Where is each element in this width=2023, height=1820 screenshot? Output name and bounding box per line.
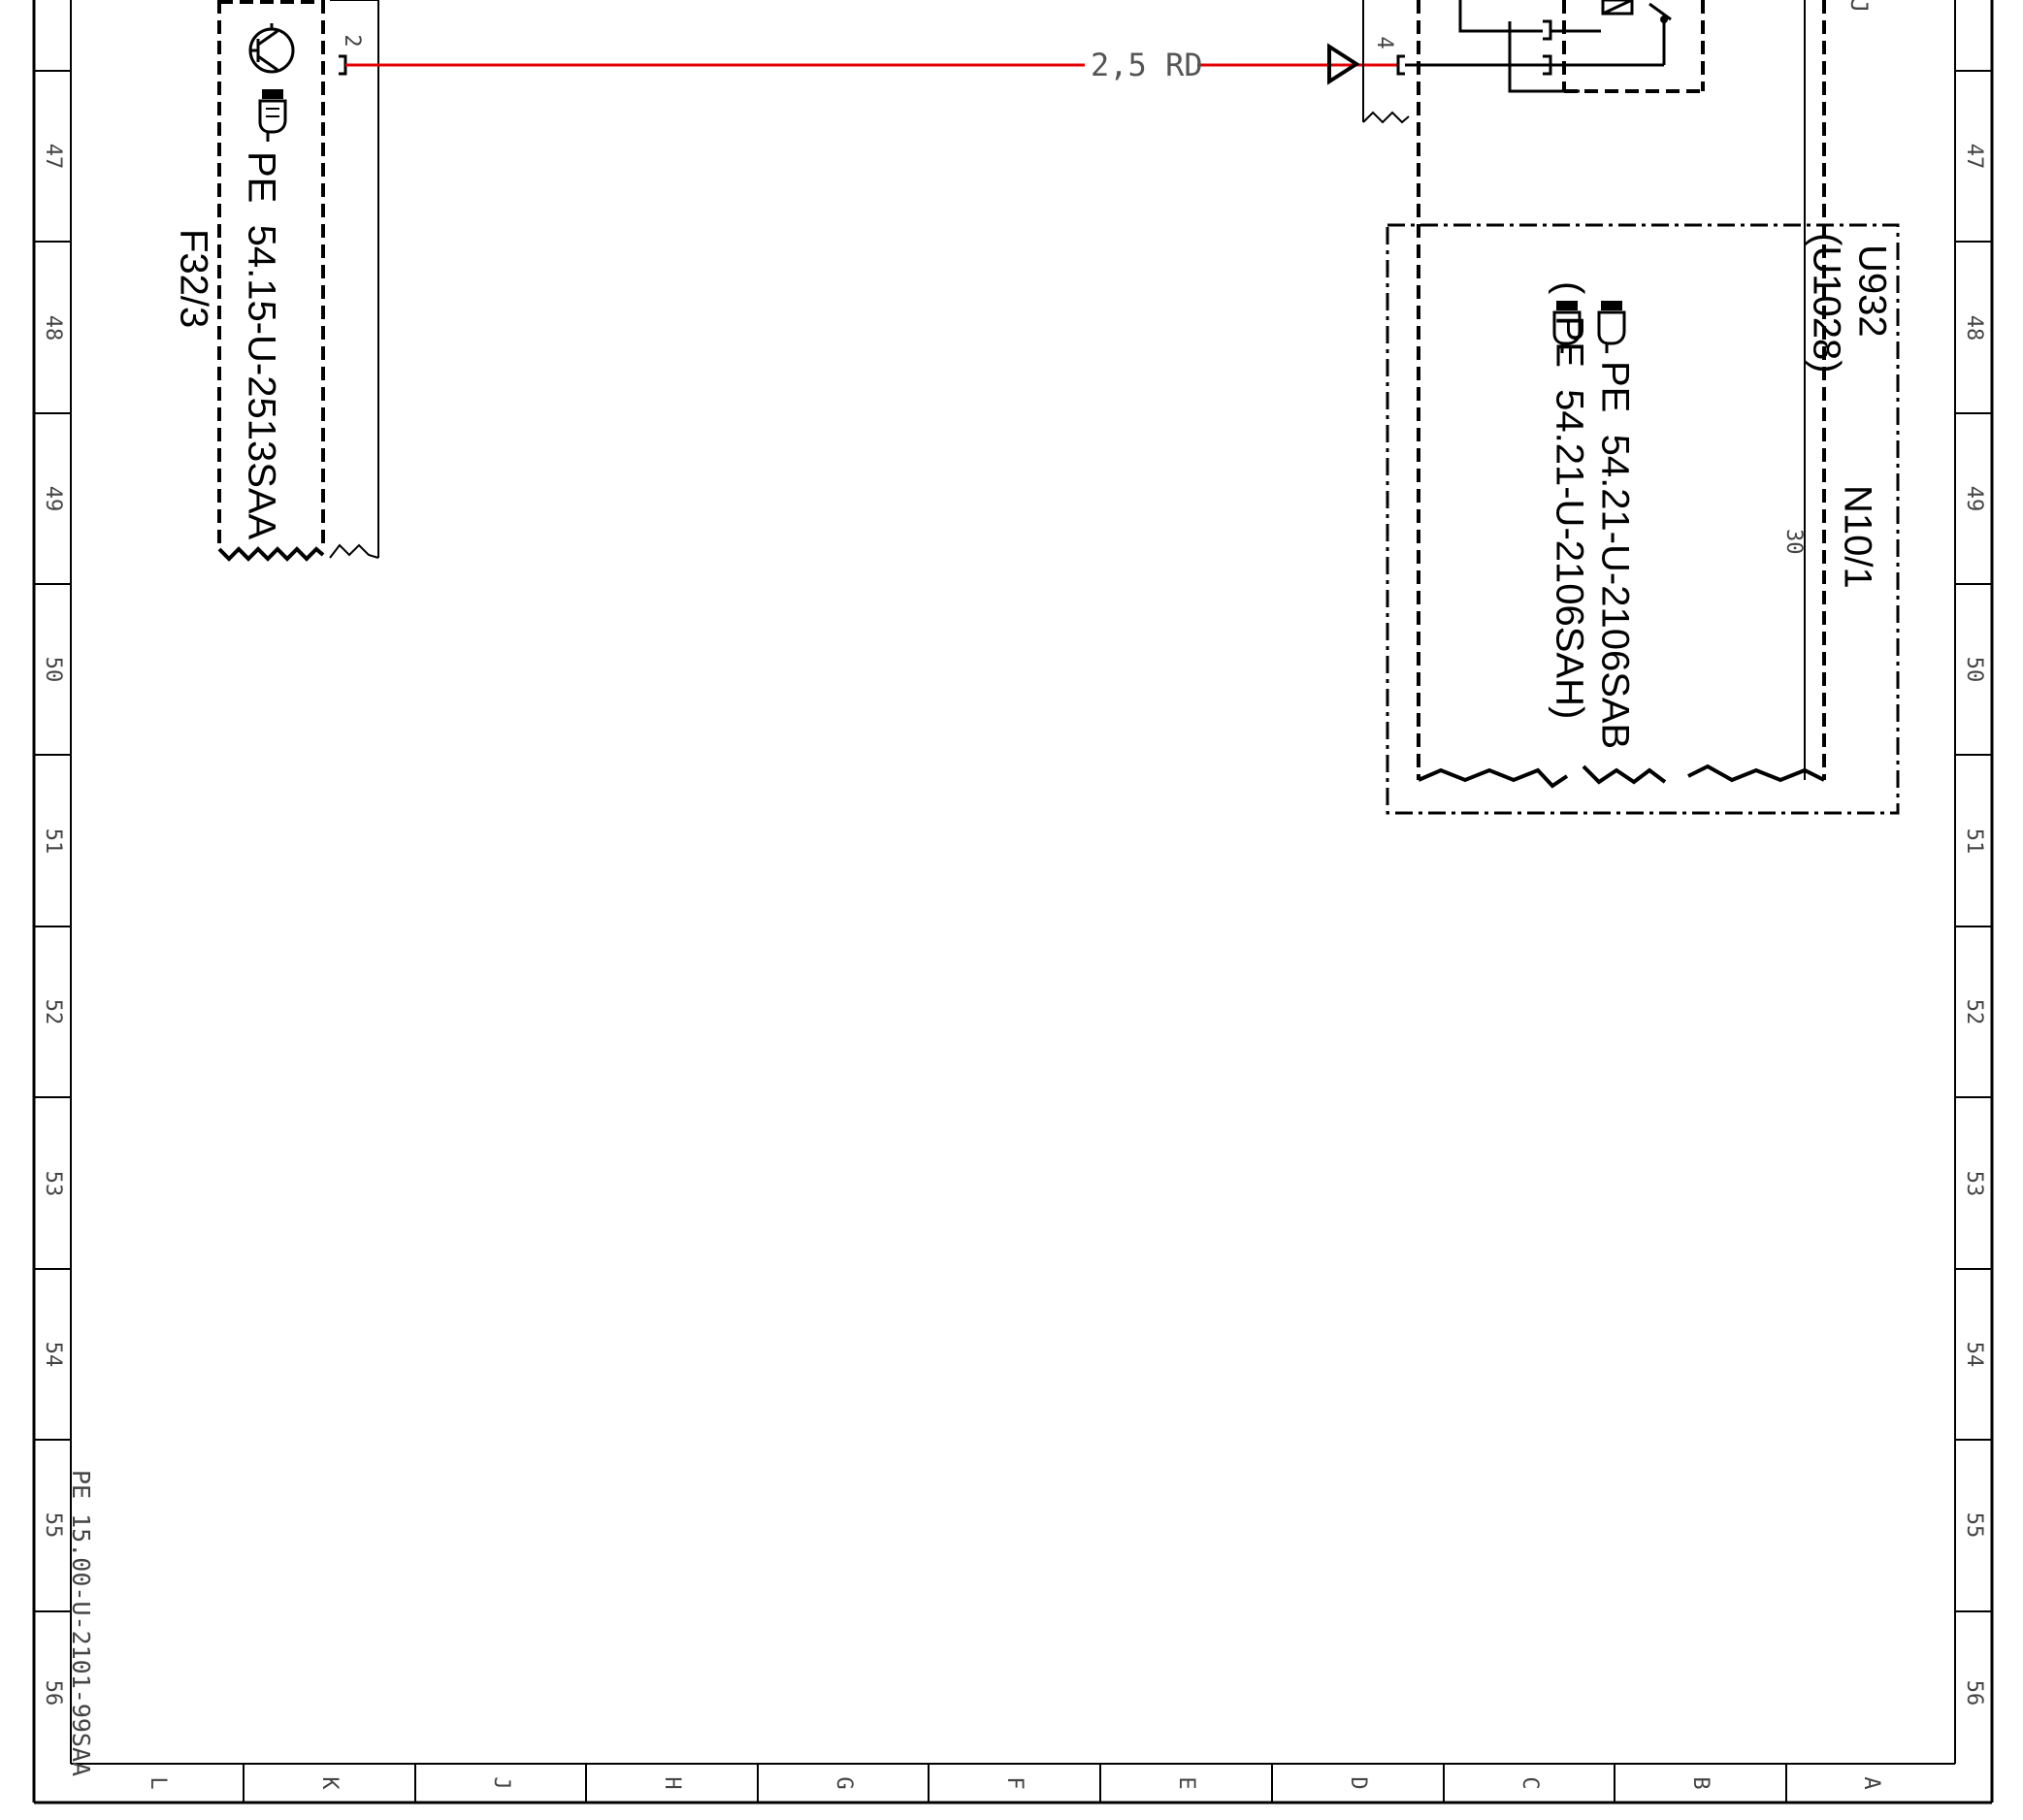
- column-label: B: [1688, 1776, 1713, 1789]
- row-labels-left: 47 48 49 50 51 52 53 54 55 56: [41, 144, 65, 1706]
- row-label: 47: [41, 144, 65, 170]
- sub-designation: N10/1: [1836, 485, 1878, 589]
- relay-coil-icon: [1601, 0, 1634, 16]
- wire-label: 2,5 RD: [1091, 47, 1203, 83]
- component-f32-3[interactable]: 2 PE 54.15-U-2513SAA F32/3: [172, 0, 379, 562]
- inner-frame: [70, 0, 1956, 1765]
- sheet-frame: [32, 0, 1994, 1804]
- row-label: 56: [1962, 1680, 1986, 1706]
- column-label: A: [1859, 1776, 1883, 1789]
- component-reference: PE 54.15-U-2513SAA: [240, 151, 282, 540]
- break-mark: [329, 543, 379, 559]
- row-label: 48: [41, 315, 65, 341]
- row-label: 49: [1962, 486, 1986, 512]
- row-label: 52: [1962, 999, 1986, 1025]
- switch-contact-icon: [1648, 2, 1672, 23]
- pointing-hand-icon: [1597, 301, 1626, 353]
- row-labels-right: 47 48 49 50 51 52 53 54 55 56: [1962, 144, 1986, 1706]
- row-label: 53: [1962, 1171, 1986, 1197]
- component-u932[interactable]: PE 54.21-U-2106SAB ( PE 54.21-U-2106SAH)…: [1386, 0, 1900, 815]
- row-label: 53: [41, 1171, 65, 1197]
- pin-label: 4: [1372, 36, 1396, 49]
- break-mark: [1362, 111, 1410, 124]
- break-mark: [217, 546, 325, 562]
- arrow-icon: [1327, 43, 1360, 85]
- connector-outline: [330, 0, 379, 558]
- pin-label: 30: [1781, 529, 1806, 555]
- row-label: 54: [1962, 1342, 1986, 1368]
- row-label: 55: [41, 1512, 65, 1539]
- break-mark: [1582, 764, 1667, 785]
- relay-module-partial[interactable]: J: [1405, 0, 1873, 780]
- pin-label: 2: [340, 34, 364, 47]
- row-label: 48: [1962, 315, 1986, 341]
- column-label: E: [1174, 1776, 1198, 1789]
- row-label: 54: [41, 1342, 65, 1368]
- connector-terminal: [1396, 54, 1405, 76]
- connector-terminal: [339, 54, 347, 76]
- break-mark: [1687, 764, 1825, 783]
- row-grid-lines: [34, 70, 1992, 1612]
- column-labels: L K J H G F E D C B A: [146, 1776, 1883, 1790]
- column-label: L: [146, 1776, 170, 1789]
- component-designation: F32/3: [172, 229, 214, 328]
- row-label: 50: [1962, 657, 1986, 683]
- pointing-hand-icon: [1552, 301, 1582, 353]
- wire-2-5-rd[interactable]: 2,5 RD: [345, 47, 1397, 83]
- column-label: J: [489, 1776, 513, 1789]
- column-label: F: [1002, 1776, 1027, 1789]
- component-reference: PE 54.21-U-2106SAB: [1593, 361, 1636, 749]
- partial-label: J: [1845, 0, 1873, 13]
- column-label: K: [317, 1776, 342, 1790]
- row-label: 55: [1962, 1512, 1986, 1539]
- connector-pin-4[interactable]: 4: [1327, 0, 1410, 124]
- column-label: D: [1346, 1776, 1370, 1789]
- column-label: C: [1517, 1776, 1542, 1789]
- pointing-hand-icon: [258, 89, 287, 142]
- row-label: 56: [41, 1680, 65, 1706]
- row-label: 50: [41, 657, 65, 683]
- component-enclosure: [1386, 223, 1900, 815]
- row-label: 51: [1962, 829, 1986, 855]
- column-label: H: [660, 1776, 684, 1789]
- column-label: G: [832, 1776, 856, 1789]
- sheet-reference: PE 15.00-U-2101-99SAA: [67, 1470, 95, 1776]
- row-label: 47: [1962, 144, 1986, 170]
- column-grid-lines: [243, 1764, 1787, 1803]
- break-mark: [1418, 767, 1569, 789]
- component-reference-alt: ( PE 54.21-U-2106SAH): [1548, 281, 1590, 719]
- component-designation-alt: (U1028): [1805, 233, 1847, 374]
- row-label: 49: [41, 486, 65, 512]
- row-label: 51: [41, 829, 65, 855]
- component-designation: U932: [1850, 244, 1893, 338]
- transistor-icon: [248, 23, 295, 74]
- row-label: 52: [41, 999, 65, 1025]
